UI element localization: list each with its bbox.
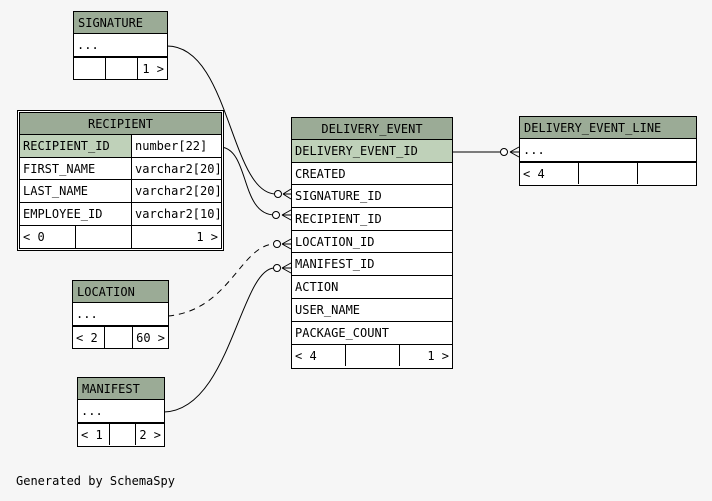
- column-type: varchar2[10]: [132, 203, 221, 226]
- table-recipient[interactable]: RECIPIENT RECIPIENT_ID number[22] FIRST_…: [17, 110, 224, 251]
- footer-children: 60 >: [136, 331, 165, 345]
- column-name: RECIPIENT_ID: [20, 135, 132, 158]
- column-row: ...: [520, 139, 696, 162]
- footer-parents: < 4: [292, 345, 346, 367]
- edge-signature: [166, 45, 277, 195]
- table-location[interactable]: LOCATION ... < 2 60 >: [72, 280, 169, 349]
- edge-recipient: [220, 146, 276, 216]
- column-type: varchar2[20]: [132, 180, 221, 204]
- table-footer: < 1 2 >: [78, 423, 164, 445]
- table-footer: 1 >: [74, 57, 167, 79]
- column-row: ...: [78, 400, 164, 423]
- edge-manifest-marker: [273, 264, 281, 272]
- footer-children: 1 >: [196, 229, 218, 244]
- table-title: LOCATION: [73, 281, 168, 303]
- footer-middle: [579, 163, 638, 184]
- table-title: RECIPIENT: [20, 113, 221, 135]
- table-title: SIGNATURE: [74, 12, 167, 34]
- table-signature[interactable]: SIGNATURE ... 1 >: [73, 11, 168, 80]
- column-row: ACTION: [292, 276, 452, 299]
- footer-middle: [105, 327, 133, 348]
- column-row: ...: [73, 303, 168, 326]
- footer-children: [638, 163, 696, 184]
- column-name: EMPLOYEE_ID: [20, 203, 132, 226]
- column-grid: RECIPIENT_ID number[22] FIRST_NAME varch…: [20, 135, 221, 226]
- table-delivery-event-line[interactable]: DELIVERY_EVENT_LINE ... < 4: [519, 116, 697, 186]
- column-row: MANIFEST_ID: [292, 253, 452, 277]
- column-row: ...: [74, 34, 167, 57]
- footer-parents: < 0: [20, 225, 76, 248]
- footer-middle: [346, 345, 400, 367]
- table-footer: < 0 1 >: [20, 225, 221, 248]
- table-footer: < 2 60 >: [73, 326, 168, 348]
- table-title: DELIVERY_EVENT: [292, 118, 452, 140]
- table-footer: < 4 1 >: [292, 344, 452, 367]
- column-row-pk: DELIVERY_EVENT_ID: [292, 140, 452, 163]
- footer-children: 1 >: [427, 349, 449, 364]
- table-title: MANIFEST: [78, 378, 164, 400]
- column-row: LOCATION_ID: [292, 231, 452, 254]
- footer-middle: [110, 424, 136, 445]
- column-row: USER_NAME: [292, 299, 452, 322]
- footer-parents: < 2: [73, 327, 105, 348]
- column-row: RECIPIENT_ID: [292, 208, 452, 231]
- table-footer: < 4: [520, 162, 696, 184]
- edge-location-marker: [273, 240, 281, 248]
- column-row: PACKAGE_COUNT: [295, 325, 389, 340]
- footer-parents: [74, 58, 106, 79]
- footer-middle: [106, 58, 138, 79]
- column-type: varchar2[20]: [132, 158, 221, 181]
- edge-recipient-marker: [272, 211, 280, 219]
- edge-event-line-marker: [500, 148, 508, 156]
- column-row: CREATED: [292, 163, 452, 186]
- column-type: number[22]: [132, 135, 221, 158]
- edge-signature-marker: [274, 190, 282, 198]
- generated-by-label: Generated by SchemaSpy: [16, 474, 175, 488]
- column-name: LAST_NAME: [20, 180, 132, 204]
- footer-middle: [76, 225, 132, 248]
- column-name: FIRST_NAME: [20, 157, 132, 181]
- footer-children: 2 >: [139, 428, 161, 442]
- table-manifest[interactable]: MANIFEST ... < 1 2 >: [77, 377, 165, 447]
- table-title: DELIVERY_EVENT_LINE: [520, 117, 696, 139]
- footer-parents: < 1: [78, 424, 110, 445]
- footer-children: 1 >: [142, 62, 164, 76]
- table-delivery-event[interactable]: DELIVERY_EVENT DELIVERY_EVENT_ID CREATED…: [291, 117, 453, 369]
- footer-parents: < 4: [520, 163, 579, 184]
- column-row: SIGNATURE_ID: [292, 185, 452, 209]
- edge-manifest: [163, 267, 275, 413]
